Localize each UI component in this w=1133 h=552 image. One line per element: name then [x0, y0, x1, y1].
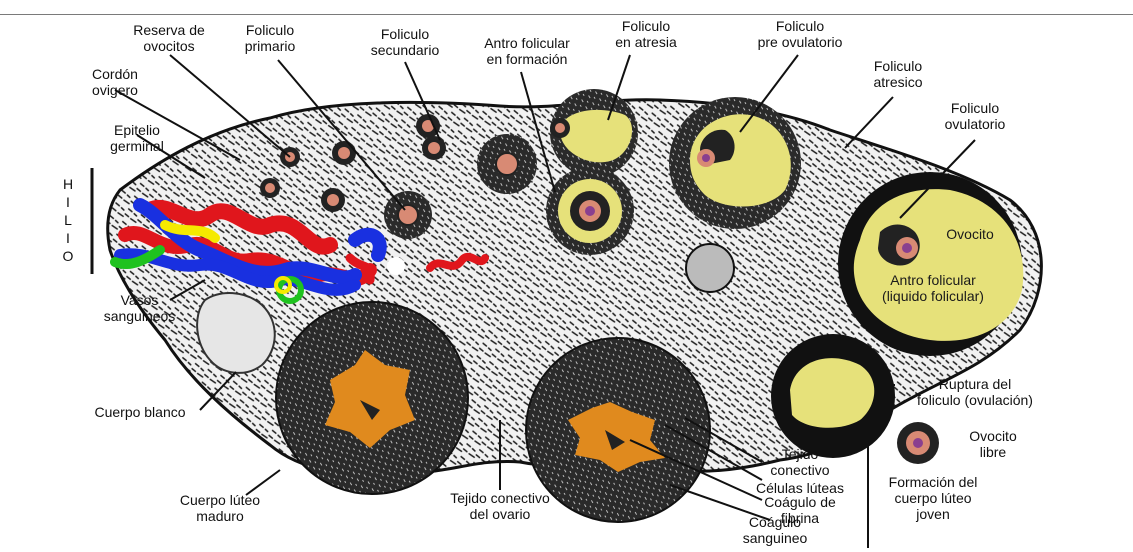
label-atresico: Foliculoatresico	[858, 58, 938, 90]
label-preovulatorio: Foliculopre ovulatorio	[740, 18, 860, 50]
label-hilio: HILIO	[58, 175, 78, 265]
label-reserva: Reserva deovocitos	[110, 22, 228, 54]
label-vasos: Vasossanguineos	[92, 292, 187, 324]
label-cordon: Cordónovigero	[70, 66, 160, 98]
label-tejido-ovario: Tejido conectivodel ovario	[425, 490, 575, 522]
free-oocyte	[897, 422, 939, 464]
label-atresia: Foliculoen atresia	[596, 18, 696, 50]
label-ovulatorio: Foliculoovulatorio	[930, 100, 1020, 132]
ruptured-follicle	[771, 334, 895, 458]
label-secundario: Foliculosecundario	[355, 26, 455, 58]
ovulatory-follicle	[838, 172, 1023, 356]
label-cuerpo-blanco: Cuerpo blanco	[75, 404, 205, 420]
secondary-follicle	[384, 191, 432, 239]
label-formacion-luteo: Formación delcuerpo lúteojoven	[878, 474, 988, 522]
label-coagulo-sanguineo: Coágulosanguineo	[725, 514, 825, 546]
label-antro-formacion: Antro folicularen formación	[462, 35, 592, 67]
mature-corpus-luteum	[276, 302, 468, 494]
label-antro: Antro folicular(liquido folicular)	[858, 272, 1008, 304]
atretic-follicle	[550, 89, 638, 177]
label-primario: Foliculoprimario	[230, 22, 310, 54]
growing-follicle	[477, 134, 537, 194]
label-tejido-conectivo: Tejidoconectivo	[760, 446, 840, 478]
preovulatory-follicle	[669, 97, 801, 229]
small-atretic-follicle	[686, 244, 734, 292]
label-luteo-maduro: Cuerpo lúteomaduro	[165, 492, 275, 524]
label-ovocito: Ovocito	[930, 226, 1010, 242]
label-epitelio: Epiteliogerminal	[92, 122, 182, 154]
label-ruptura: Ruptura delfoliculo (ovulación)	[900, 376, 1050, 408]
antrum-forming-follicle	[546, 167, 634, 255]
label-ovocito-libre: Ovocitolibre	[958, 428, 1028, 460]
